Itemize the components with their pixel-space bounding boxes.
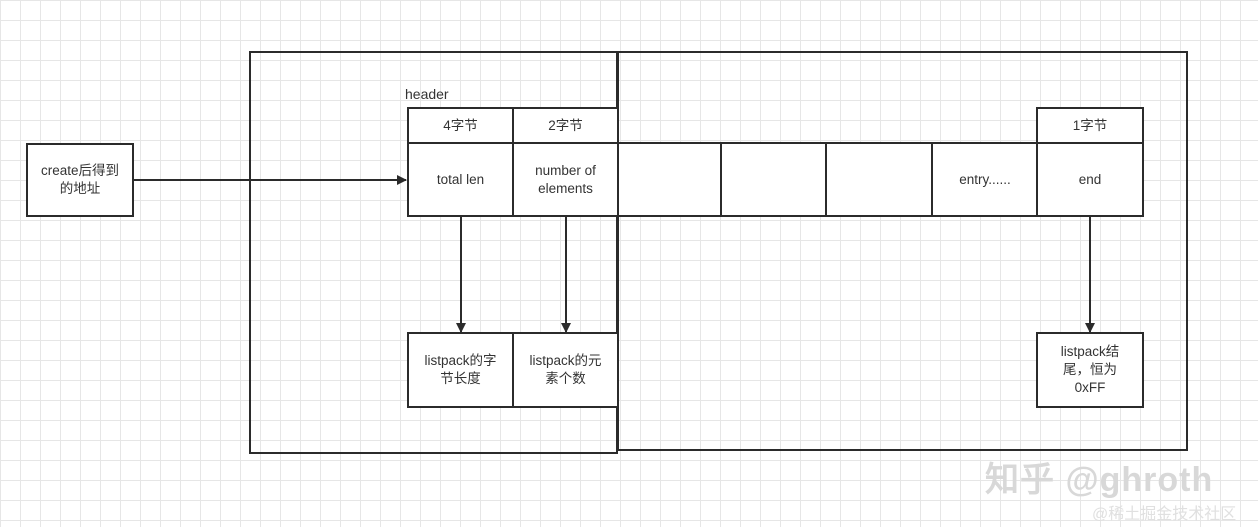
size-label-end: 1字节 <box>1036 107 1144 144</box>
note-num-elements: listpack的元 素个数 <box>512 332 619 408</box>
cell-total-len: total len <box>407 142 514 217</box>
header-label: header <box>405 86 449 102</box>
zhihu-watermark: 知乎 @ghroth <box>985 461 1214 499</box>
listpack-frame <box>617 51 1188 451</box>
cell-entry-1 <box>617 142 722 217</box>
size-label-total-len: 4字节 <box>407 107 514 144</box>
create-address-box: create后得到 的地址 <box>26 143 134 217</box>
cell-entry-more: entry...... <box>931 142 1039 217</box>
cell-end: end <box>1036 142 1144 217</box>
cell-num-elements: number of elements <box>512 142 619 217</box>
cell-entry-3 <box>825 142 933 217</box>
note-end: listpack结 尾，恒为 0xFF <box>1036 332 1144 408</box>
cell-entry-2 <box>720 142 827 217</box>
juejin-watermark: @稀土掘金技术社区 <box>1092 506 1237 523</box>
size-label-num-elements: 2字节 <box>512 107 619 144</box>
note-total-len: listpack的字 节长度 <box>407 332 514 408</box>
